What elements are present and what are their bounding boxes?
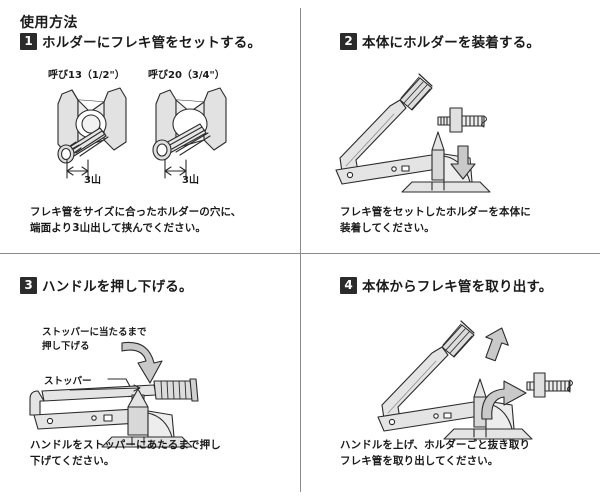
tool-body-lever-down-illustration [24, 373, 274, 453]
push-down-annotation: ストッパーに当たるまで 押し下げる [42, 327, 147, 352]
curved-arrow-icon [476, 375, 530, 425]
step-3-caption: ハンドルをストッパーにあたるまで押し 下げてください。 [30, 439, 221, 467]
step-1-caption: フレキ管をサイズに合ったホルダーの穴に、 端面より3山出して挟んでください。 [30, 206, 242, 234]
step-title: 本体からフレキ管を取り出す。 [362, 279, 553, 295]
holder-assembly-13-illustration [48, 86, 158, 181]
step-number-badge: 1 [20, 32, 37, 50]
holder-with-pipe-small-illustration [436, 104, 506, 140]
extracted-holder-pipe-illustration [526, 369, 596, 405]
holder-assembly-20-illustration [146, 86, 256, 181]
dimension-label-13: 3山 [84, 175, 101, 186]
tool-body-lever-up-illustration [320, 62, 570, 193]
step-3-header: 3 ハンドルを押し下げる。 [20, 275, 193, 295]
curved-arrow-icon [118, 333, 174, 389]
dimension-marker-20 [160, 159, 200, 186]
arrow-down-icon [450, 145, 476, 180]
step-4-header: 4 本体からフレキ管を取り出す。 [340, 275, 552, 295]
panel-step-4: 4 本体からフレキ管を取り出す。 [300, 253, 600, 500]
arrow-up-icon [482, 327, 510, 362]
panel-step-1: 使用方法 1 ホルダーにフレキ管をセットする。 呼び13（1/2"） 呼び20（… [0, 0, 300, 253]
step-1-header: 1 ホルダーにフレキ管をセットする。 [20, 31, 261, 51]
page-title: 使用方法 [20, 15, 78, 31]
step-number-badge: 2 [340, 32, 357, 50]
panel-step-2: 2 本体にホルダーを装着する。 [300, 0, 600, 253]
step-2-caption: フレキ管をセットしたホルダーを本体に 装着してください。 [340, 206, 531, 234]
dimension-label-20: 3山 [182, 175, 199, 186]
step-title: 本体にホルダーを装着する。 [362, 35, 541, 51]
stopper-annotation: ストッパー [44, 376, 92, 387]
step-title: ホルダーにフレキ管をセットする。 [42, 35, 262, 51]
size-label-20: 呼び20（3/4"） [148, 70, 225, 81]
panel-step-3: 3 ハンドルを押し下げる。 ストッパーに当たるまで 押し下げる ストッパー [0, 253, 300, 500]
size-label-13: 呼び13（1/2"） [48, 70, 125, 81]
step-title: ハンドルを押し下げる。 [42, 279, 193, 295]
vertical-divider [300, 8, 301, 492]
step-4-caption: ハンドルを上げ、ホルダーごと抜き取り フレキ管を取り出してください。 [340, 439, 531, 467]
dimension-marker-13 [62, 159, 102, 186]
step-number-badge: 3 [20, 276, 37, 294]
step-2-header: 2 本体にホルダーを装着する。 [340, 31, 540, 51]
step-number-badge: 4 [340, 276, 357, 294]
